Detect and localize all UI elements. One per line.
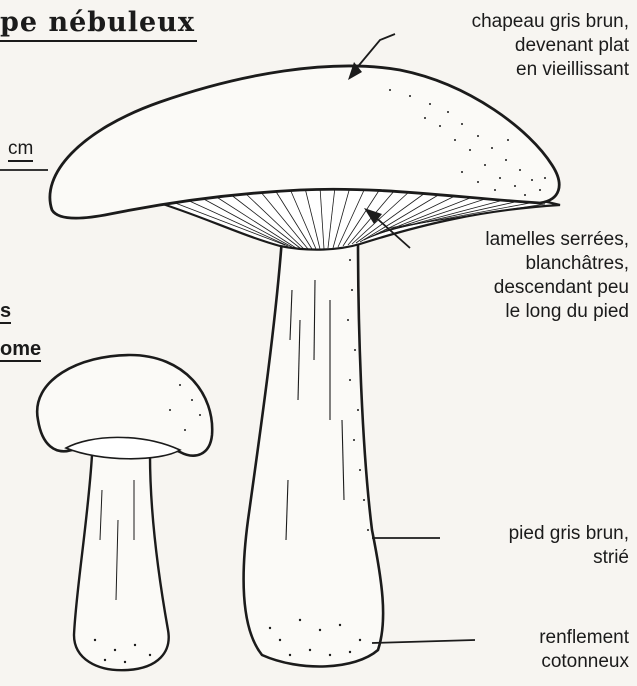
page-title: pe nébuleux: [0, 6, 197, 42]
base-label-line-2: cotonneux: [539, 650, 629, 674]
left-text-fragment-1: s: [0, 300, 11, 324]
small-stem: [74, 455, 169, 670]
gills-label-line-4: le long du pied: [485, 300, 629, 324]
stem-label-line-2: strié: [509, 546, 629, 570]
gills-label-line-1: lamelles serrées,: [485, 228, 629, 252]
stem-label: pied gris brun, strié: [509, 522, 629, 570]
cap-label-line-2: devenant plat: [472, 34, 629, 58]
base-label: renflement cotonneux: [539, 626, 629, 674]
base-label-line-1: renflement: [539, 626, 629, 650]
stem-label-line-1: pied gris brun,: [509, 522, 629, 546]
cap-label-line-3: en vieillissant: [472, 58, 629, 82]
gills-label-line-3: descendant peu: [485, 276, 629, 300]
scale-unit-fragment: cm: [8, 138, 33, 162]
gills-label-line-2: blanchâtres,: [485, 252, 629, 276]
large-stem: [244, 238, 384, 666]
left-text-fragment-2: ome: [0, 338, 41, 362]
cap-label: chapeau gris brun, devenant plat en viei…: [472, 10, 629, 82]
gills-label: lamelles serrées, blanchâtres, descendan…: [485, 228, 629, 324]
cap-label-line-1: chapeau gris brun,: [472, 10, 629, 34]
